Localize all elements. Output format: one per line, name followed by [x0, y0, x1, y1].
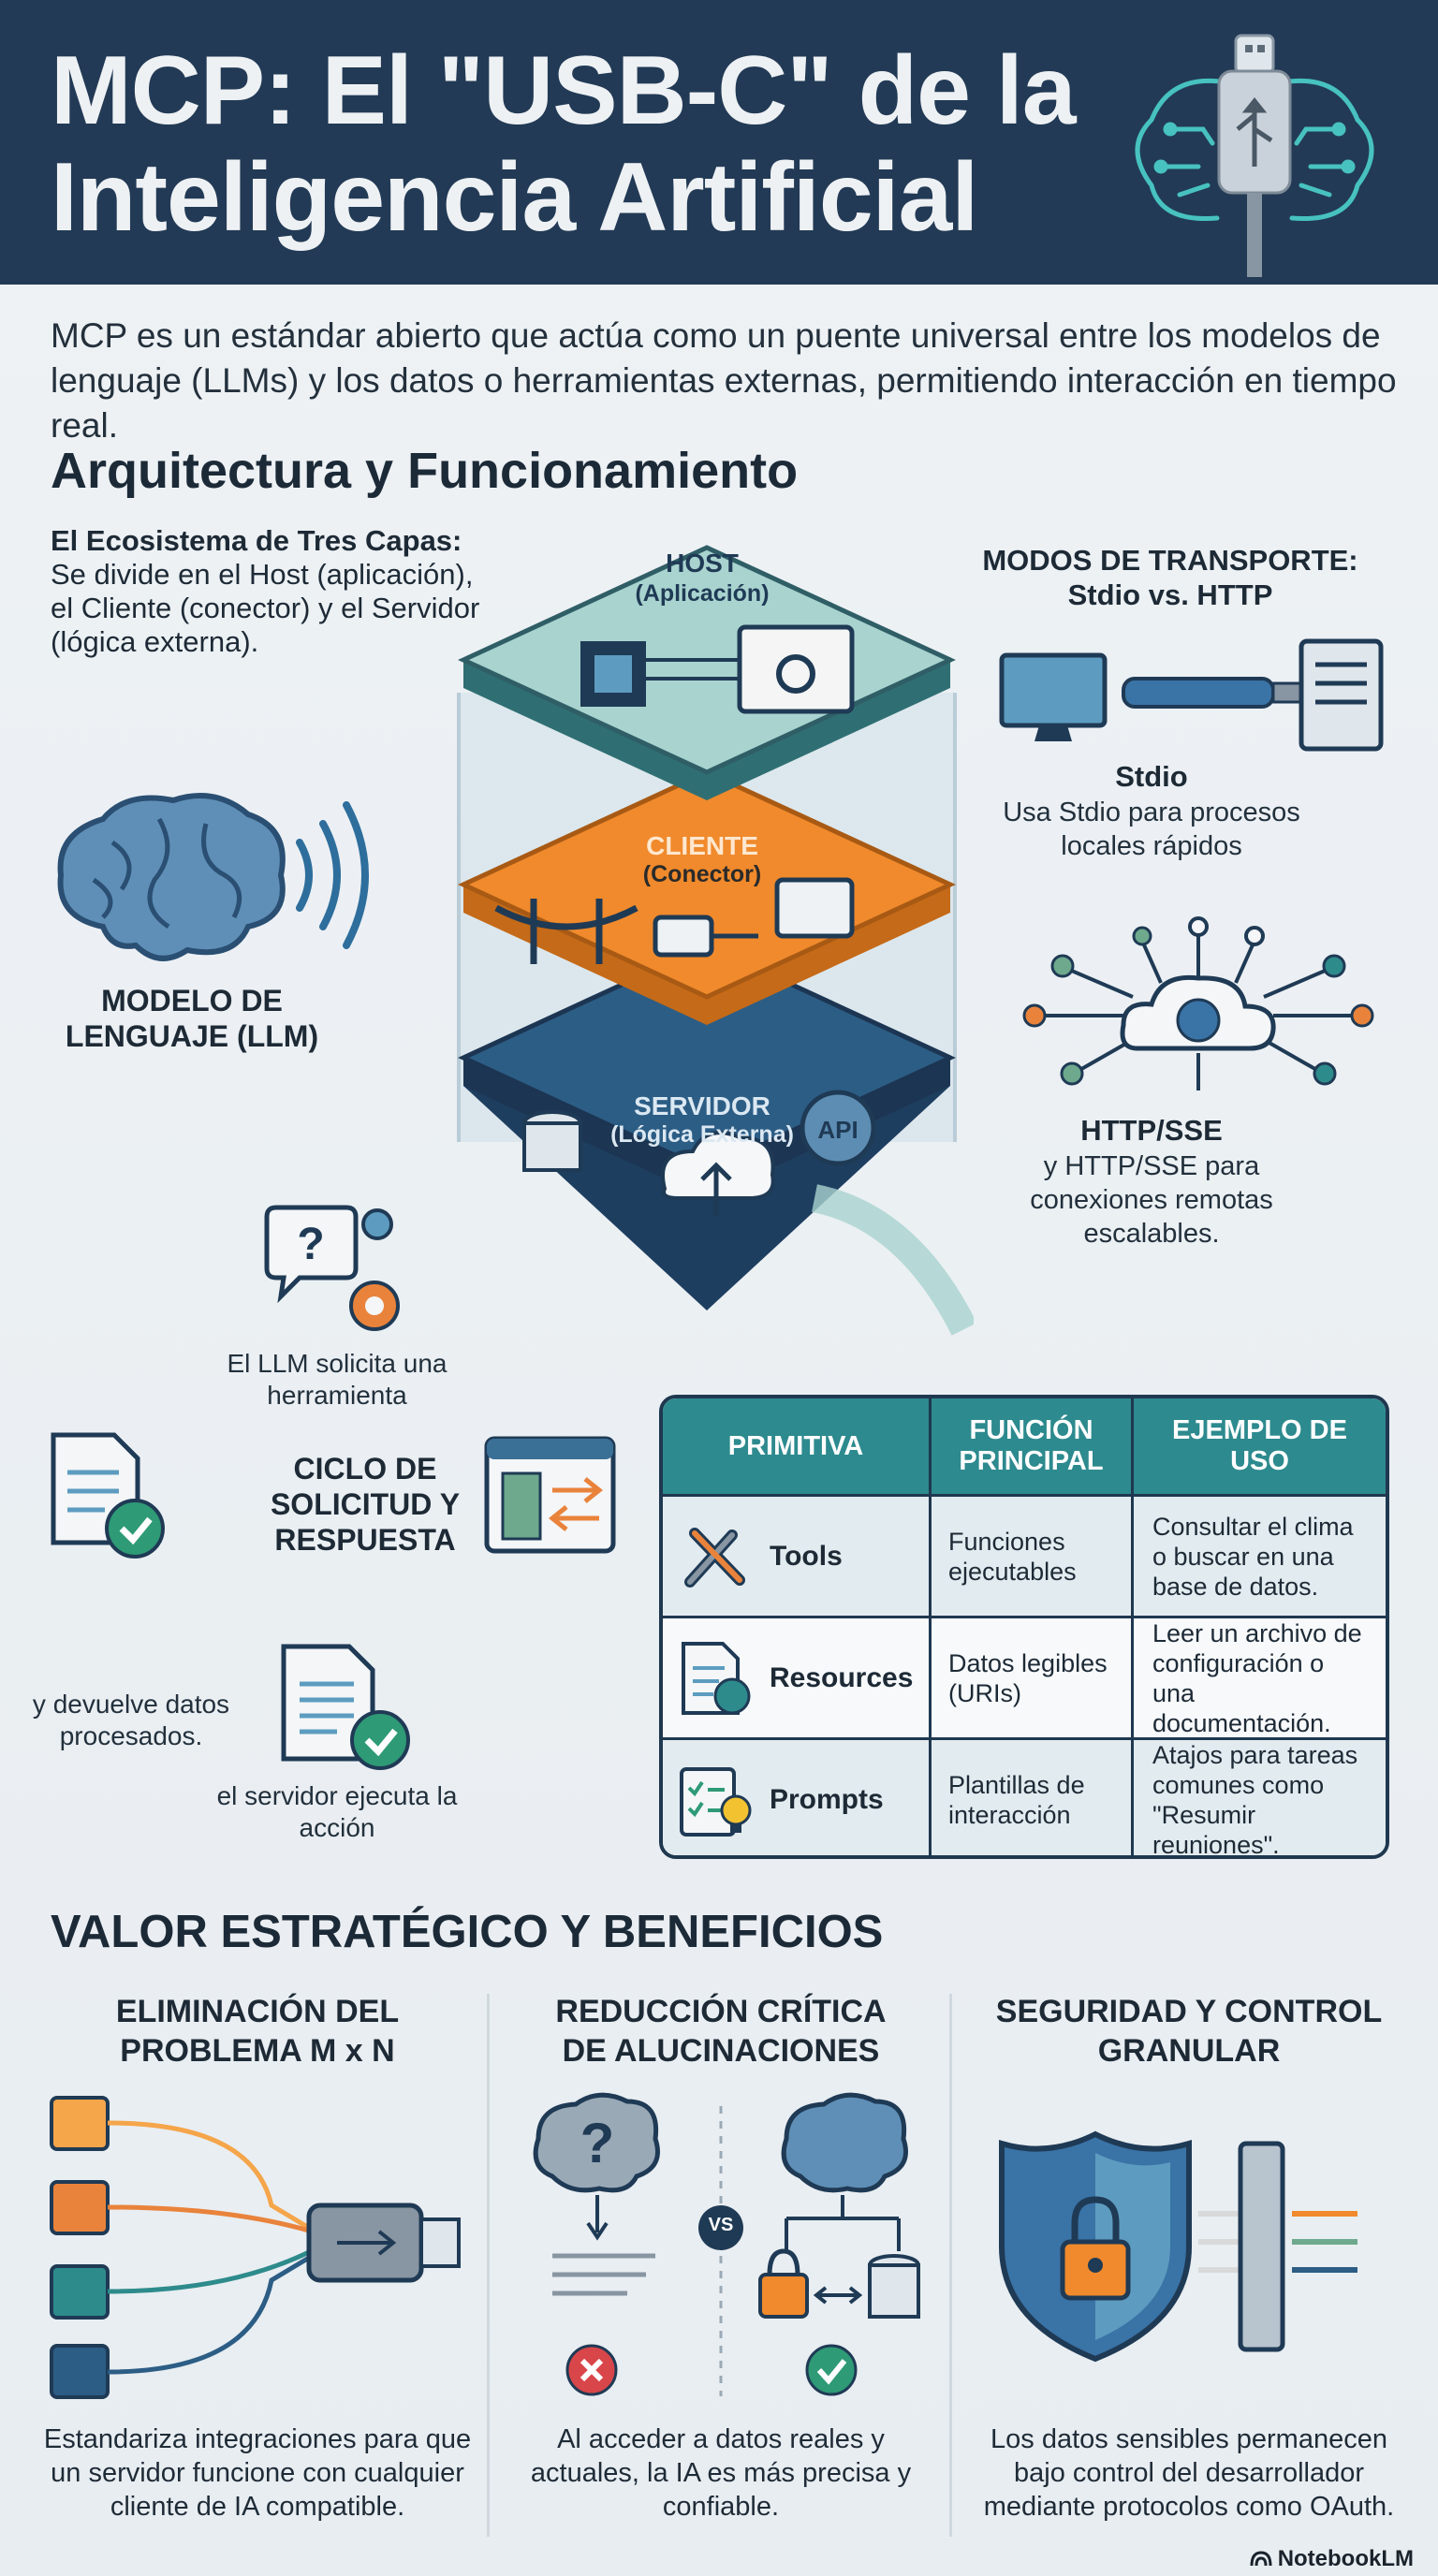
llm-label-line-1: MODELO DE	[101, 984, 283, 1017]
page-title: MCP: El "USB-C" de la Inteligencia Artif…	[51, 37, 1127, 251]
server-title: SERVIDOR	[634, 1091, 770, 1120]
ecosystem-text: Se divide en el Host (aplicación), el Cl…	[51, 558, 480, 658]
notebooklm-brand: NotebookLM	[1250, 2546, 1414, 2572]
primitive-example: Leer un archivo de configuración o una d…	[1131, 1618, 1386, 1737]
stdio-description: Usa Stdio para procesos locales rápidos	[1003, 798, 1300, 861]
header-banner: MCP: El "USB-C" de la Inteligencia Artif…	[0, 0, 1438, 285]
http-name: HTTP/SSE	[1080, 1114, 1223, 1147]
brain-usb-icon	[1135, 34, 1374, 277]
benefit-title-line-2: DE ALUCINACIONES	[562, 2033, 880, 2069]
benefit-title-line-2: GRANULAR	[1097, 2033, 1281, 2069]
svg-text:?: ?	[297, 1220, 324, 1269]
benefit-title-line-2: PROBLEMA M x N	[120, 2033, 395, 2069]
question-gears-icon: ?	[264, 1205, 400, 1331]
cycle-return-text: y devuelve datos procesados.	[32, 1690, 230, 1750]
benefit-title-mxn: ELIMINACIÓN DEL PROBLEMA M x N	[37, 1992, 477, 2071]
table-header-example: EJEMPLO DE USO	[1131, 1398, 1386, 1494]
brand-label: NotebookLM	[1277, 2546, 1414, 2571]
primitive-name: Resources	[770, 1661, 914, 1693]
cycle-execute-text: el servidor ejecuta la acción	[216, 1781, 458, 1842]
cycle-title: CICLO DE SOLICITUD Y RESPUESTA	[270, 1452, 461, 1557]
server-document-check-icon	[281, 1644, 410, 1770]
primitive-function: Funciones ejecutables	[929, 1497, 1131, 1616]
table-row: Tools Funciones ejecutables Consultar el…	[663, 1494, 1386, 1616]
table-row: Prompts Plantillas de interacción Atajos…	[663, 1737, 1386, 1855]
table-header-function: FUNCIÓN PRINCIPAL	[929, 1398, 1131, 1494]
client-subtitle: (Conector)	[642, 861, 762, 887]
table-header-row: PRIMITIVA FUNCIÓN PRINCIPAL EJEMPLO DE U…	[663, 1398, 1386, 1494]
primitives-table: PRIMITIVA FUNCIÓN PRINCIPAL EJEMPLO DE U…	[659, 1395, 1389, 1859]
primitive-name: Tools	[770, 1540, 843, 1572]
api-label: API	[817, 1116, 858, 1144]
svg-text:?: ?	[580, 2112, 615, 2174]
document-check-icon	[51, 1432, 165, 1559]
vs-label: VS	[708, 2215, 734, 2235]
layer-stack-diagram: API	[457, 545, 974, 1336]
ecosystem-block: El Ecosistema de Tres Capas: Se divide e…	[51, 524, 491, 659]
title-line-1: MCP: El "USB-C" de la	[51, 37, 1077, 145]
column-divider	[949, 1994, 952, 2537]
llm-label-line-2: LENGUAJE (LLM)	[65, 1019, 319, 1053]
notebooklm-logo-icon	[1250, 2551, 1272, 2567]
benefit-title-line-1: ELIMINACIÓN DEL	[115, 1994, 400, 2029]
client-layer	[458, 769, 956, 1025]
title-line-2: Inteligencia Artificial	[51, 143, 978, 252]
primitive-name: Prompts	[770, 1783, 884, 1815]
transport-title: MODOS DE TRANSPORTE: Stdio vs. HTTP	[964, 543, 1376, 612]
ecosystem-title: El Ecosistema de Tres Capas:	[51, 524, 462, 557]
benefit-title-line-1: REDUCCIÓN CRÍTICA	[555, 1994, 887, 2029]
stdio-connection-icon	[999, 638, 1384, 752]
host-subtitle: (Aplicación)	[635, 580, 770, 607]
benefit-desc-mxn: Estandariza integraciones para que un se…	[43, 2424, 472, 2522]
transport-title-line-1: MODOS DE TRANSPORTE:	[982, 544, 1358, 577]
http-description: y HTTP/SSE para conexiones remotas escal…	[1030, 1151, 1273, 1249]
primitive-function: Datos legibles (URIs)	[929, 1618, 1131, 1737]
llm-brain-icon	[57, 793, 369, 961]
llm-label: MODELO DE LENGUAJE (LLM)	[37, 983, 346, 1054]
window-exchange-icon	[484, 1436, 616, 1554]
primitive-example: Consultar el clima o buscar en una base …	[1131, 1497, 1386, 1616]
transport-title-line-2: Stdio vs. HTTP	[1067, 578, 1273, 611]
stdio-name: Stdio	[1115, 760, 1188, 793]
benefit-desc-security: Los datos sensibles permanecen bajo cont…	[983, 2424, 1395, 2522]
client-title: CLIENTE	[646, 831, 758, 860]
table-row: Resources Datos legibles (URIs) Leer un …	[663, 1616, 1386, 1737]
benefit-desc-hallucinations: Al acceder a datos reales y actuales, la…	[530, 2424, 912, 2522]
architecture-heading: Arquitectura y Funcionamiento	[51, 443, 799, 499]
benefit-title-line-1: SEGURIDAD Y CONTROL	[995, 1994, 1383, 2029]
primitive-example: Atajos para tareas comunes como "Resumir…	[1131, 1740, 1386, 1855]
column-divider	[487, 1994, 490, 2537]
intro-text: MCP es un estándar abierto que actúa com…	[51, 316, 1397, 445]
brain-comparison-icon: ?	[533, 2092, 920, 2396]
wrench-screwdriver-icon	[684, 1527, 745, 1588]
primitive-function: Plantillas de interacción	[929, 1740, 1131, 1855]
benefit-title-hallucinations: REDUCCIÓN CRÍTICA DE ALUCINACIONES	[506, 1992, 936, 2071]
cycle-request-text: El LLM solicita una herramienta	[227, 1349, 448, 1410]
benefit-title-security: SEGURIDAD Y CONTROL GRANULAR	[964, 1992, 1414, 2071]
value-heading: VALOR ESTRATÉGICO Y BENEFICIOS	[51, 1907, 884, 1957]
multi-connector-usb-icon	[50, 2096, 461, 2399]
server-subtitle: (Lógica Externa)	[610, 1121, 794, 1148]
checklist-lightbulb-icon	[680, 1766, 752, 1837]
http-cloud-network-icon	[1022, 916, 1374, 1090]
document-globe-icon	[682, 1641, 751, 1715]
shield-lock-icon	[999, 2130, 1357, 2363]
table-header-primitive: PRIMITIVA	[727, 1430, 864, 1461]
host-title: HOST	[666, 549, 739, 578]
